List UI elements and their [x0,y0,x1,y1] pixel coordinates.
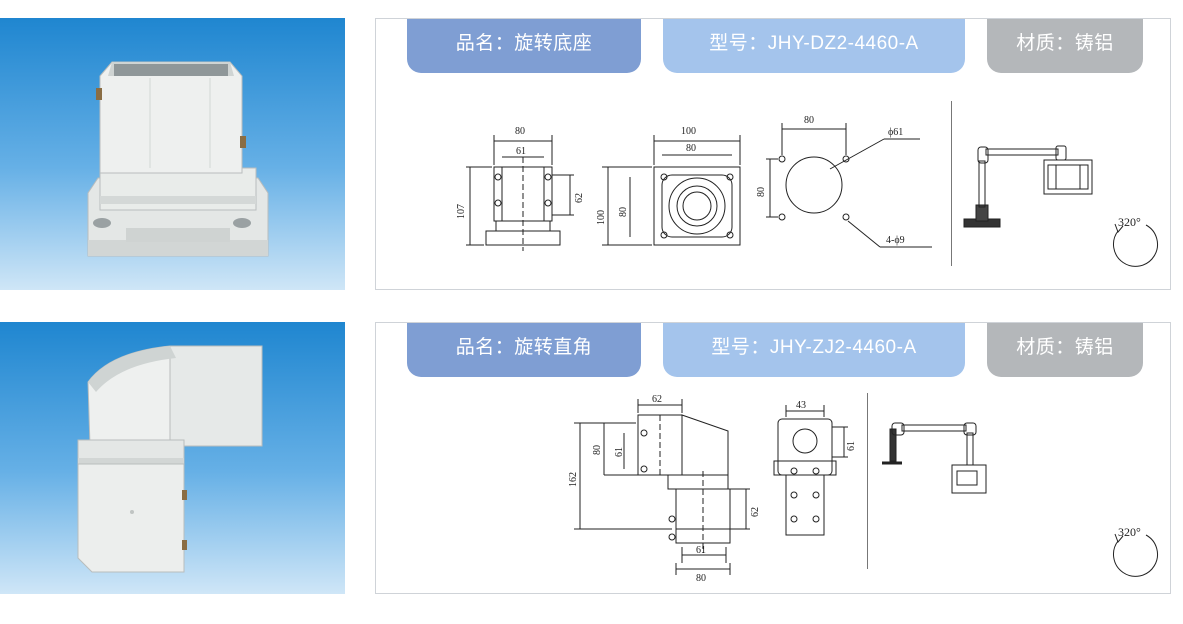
dim-top-inner: 80 [686,143,696,154]
hole-pattern-view [766,123,932,248]
dim-bottom-inner: 61 [696,545,706,556]
drawing-divider [867,393,868,569]
product-name-tag: 品名：旋转底座 [407,19,641,73]
dim-upper-inner: 61 [614,447,625,457]
spec-panel-rotary-base: 品名：旋转底座 型号：JHY-DZ2-4460-A 材质：铸铝 [375,18,1171,290]
dim-top-outer: 100 [681,126,696,137]
product-photo-rotary-base [0,18,345,290]
dim-total-height: 162 [568,472,579,487]
material-tag: 材质：铸铝 [987,323,1143,377]
dim-front-width: 80 [515,126,525,137]
dim-top-height-outer: 100 [596,210,607,225]
model-number-tag: 型号：JHY-ZJ2-4460-A [663,323,965,377]
spec-panel-rotary-elbow: 品名：旋转直角 型号：JHY-ZJ2-4460-A 材质：铸铝 [375,322,1171,594]
dim-hole-spacing-x: 80 [804,115,814,126]
rotary-base-illustration [87,61,269,257]
product-photo-rotary-elbow [0,322,345,594]
hanging-arm-sketch [882,422,987,494]
dim-front-side: 62 [574,193,585,203]
dim-side-right: 61 [846,441,857,451]
technical-drawing-rotary-elbow: 62 162 80 61 62 61 80 [568,394,1158,584]
elbow-side-view [574,399,750,575]
front-view [466,135,574,251]
rotation-angle-label: 320° [1118,525,1141,539]
dim-upper-height: 80 [592,445,603,455]
technical-drawing-rotary-base: 80 61 107 62 10 [456,115,1158,267]
dim-bolt-holes: 4-ϕ9 [886,235,905,246]
rotation-indicator [1113,533,1158,577]
material-tag: 材质：铸铝 [987,19,1143,73]
dim-front-inner: 61 [516,146,526,157]
dim-center-hole: ϕ61 [888,127,903,138]
elbow-front-view [773,405,848,536]
dim-bottom-outer: 80 [696,573,706,584]
rotary-elbow-illustration [77,345,263,573]
mount-arm-sketch [963,145,1093,228]
dim-hole-spacing-y: 80 [756,187,767,197]
model-number-tag: 型号：JHY-DZ2-4460-A [663,19,965,73]
dim-top-height-inner: 80 [618,207,629,217]
product-row-rotary-base: 品名：旋转底座 型号：JHY-DZ2-4460-A 材质：铸铝 [0,18,1183,290]
rotation-indicator [1113,223,1158,267]
dim-top-width: 62 [652,394,662,405]
product-name-tag: 品名：旋转直角 [407,323,641,377]
product-row-rotary-elbow: 品名：旋转直角 型号：JHY-ZJ2-4460-A 材质：铸铝 [0,322,1183,594]
rotation-angle-label: 320° [1118,215,1141,229]
dim-side-top: 43 [796,400,806,411]
dim-lower-side: 62 [750,507,761,517]
dim-front-height: 107 [456,204,467,219]
drawing-divider [951,101,952,266]
top-view [602,135,741,246]
